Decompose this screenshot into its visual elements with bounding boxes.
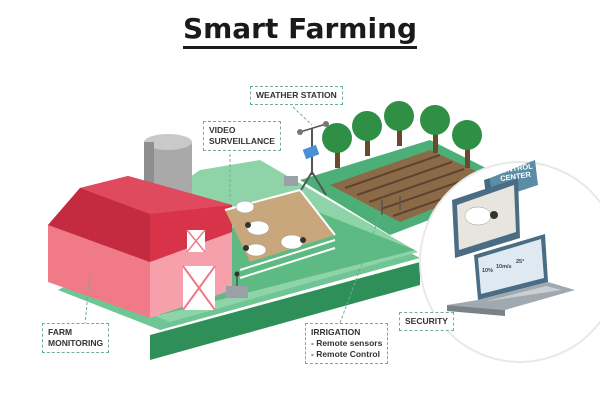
sheep-group	[235, 200, 306, 257]
callout-irrigation-item-1: - Remote sensors	[311, 338, 383, 348]
title-text: Smart Farming	[182, 12, 418, 49]
callout-video-surveillance: VIDEO SURVEILLANCE	[203, 121, 281, 151]
callout-security-text: SECURITY	[405, 316, 448, 326]
tree-row	[322, 101, 482, 168]
callout-farm-monitoring-line-2: MONITORING	[48, 338, 104, 348]
ground-base	[150, 262, 420, 360]
callout-irrigation-item-2: - Remote Control	[311, 349, 380, 359]
page-title: Smart Farming	[0, 12, 600, 49]
callout-security: SECURITY	[399, 312, 454, 331]
weather-station-icon	[284, 121, 329, 196]
readout-temperature: 25°	[516, 259, 525, 265]
callout-video-surveillance-line-2: SURVEILLANCE	[209, 136, 275, 146]
barn-icon	[48, 176, 232, 318]
callout-weather-station: WEATHER STATION	[250, 86, 343, 105]
callout-irrigation-heading: IRRIGATION	[311, 327, 361, 337]
readout-moisture: 10%	[482, 268, 494, 274]
callout-video-surveillance-line-1: VIDEO	[209, 125, 236, 135]
irrigation-sensor-icon	[381, 196, 401, 215]
callout-weather-station-text: WEATHER STATION	[256, 90, 337, 100]
readout-wind: 10m/s	[496, 264, 512, 270]
callout-irrigation: IRRIGATION - Remote sensors - Remote Con…	[305, 323, 389, 364]
callout-farm-monitoring: FARM MONITORING	[42, 323, 110, 353]
control-center	[447, 160, 575, 316]
callout-farm-monitoring-line-1: FARM	[48, 327, 73, 337]
farm-sensor-icon	[226, 271, 248, 298]
